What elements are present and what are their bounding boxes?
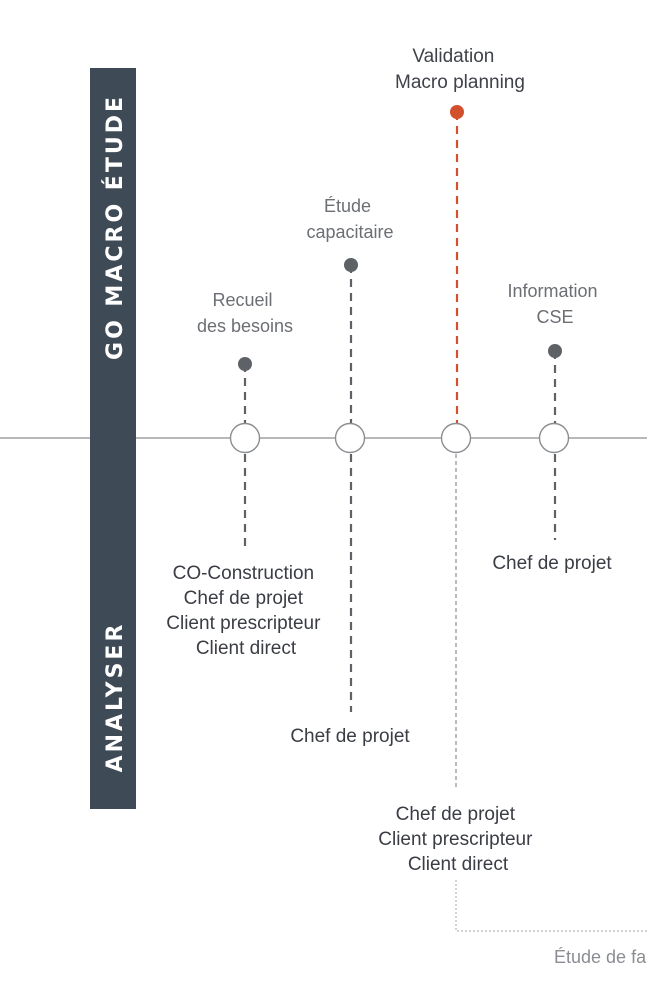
milestone-node — [440, 422, 472, 454]
milestone-validation: Validation Macro planning Chef de projet… — [378, 46, 537, 875]
milestone-node — [538, 422, 570, 454]
milestone-actors: Chef de projet — [492, 553, 612, 574]
next-phase-label: Étude de fa — [554, 947, 647, 967]
marker-dot — [450, 105, 464, 119]
milestone-label: Recueil des besoins — [197, 290, 293, 336]
milestone-node — [229, 422, 261, 454]
next-phase-bracket — [455, 880, 647, 932]
milestone-actors: Chef de projet Client prescripteur Clien… — [378, 804, 537, 875]
milestone-actors: Chef de projet — [290, 726, 410, 747]
phase-label-bottom: ANALYSER — [103, 622, 128, 773]
marker-dot — [344, 258, 358, 272]
milestone-etude-capacitaire: Étude capacitaire Chef de projet — [290, 196, 410, 747]
milestone-label: Information CSE — [507, 281, 602, 327]
milestone-label: Étude capacitaire — [306, 196, 393, 242]
milestone-node — [334, 422, 366, 454]
marker-dot — [238, 357, 252, 371]
milestone-label: Validation Macro planning — [395, 46, 525, 93]
milestone-actors: CO-Construction Chef de projet Client pr… — [166, 563, 325, 659]
milestone-recueil: Recueil des besoins CO-Construction Chef… — [166, 290, 325, 659]
phase-label-top: GO MACRO ÉTUDE — [102, 94, 128, 360]
marker-dot — [548, 344, 562, 358]
milestone-information-cse: Information CSE Chef de projet — [492, 281, 612, 574]
phase-bar — [90, 68, 136, 809]
